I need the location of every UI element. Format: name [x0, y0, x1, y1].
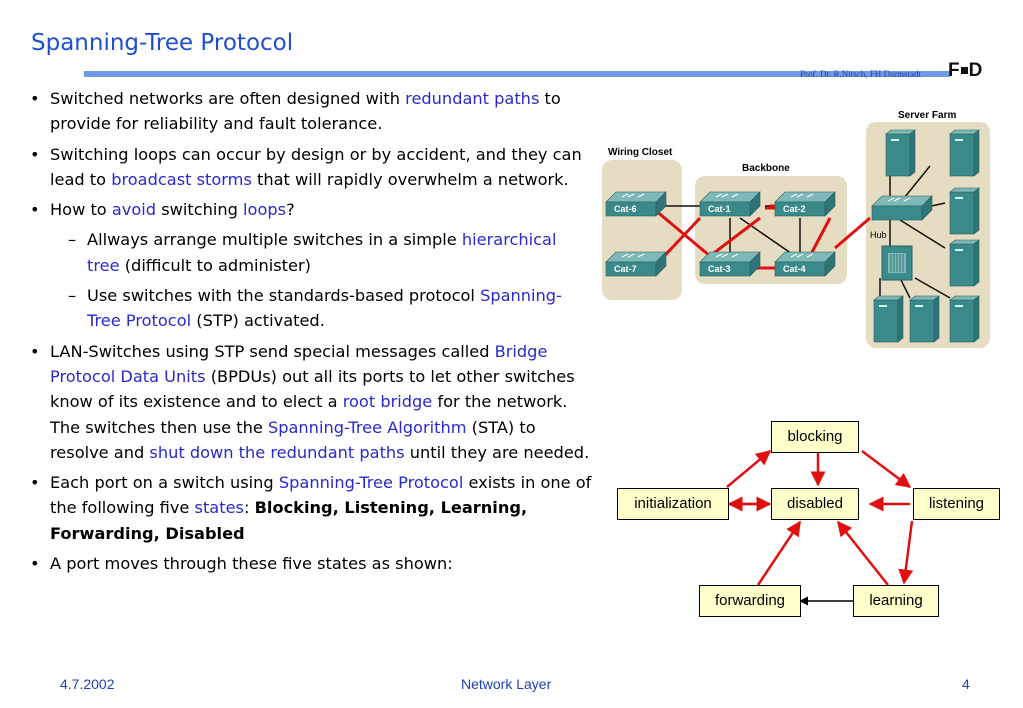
- hub-label: Hub: [870, 230, 887, 240]
- text: (difficult to administer): [119, 255, 311, 275]
- server-farm-label: Server Farm: [898, 110, 956, 121]
- text: to provide for reliability and fault tol…: [50, 89, 561, 134]
- server-icon: [949, 129, 980, 177]
- bold-text: Blocking, Listening, Learning, Forwardin…: [50, 498, 528, 543]
- highlight: Spanning-Tree Protocol: [87, 286, 562, 331]
- text: Allways arrange multiple switches in a s…: [87, 230, 462, 250]
- server-icon: [949, 295, 980, 343]
- slide-title: Spanning-Tree Protocol: [31, 30, 294, 56]
- logo-letter-f: F: [948, 60, 960, 81]
- bullet-avoid-loops: How to avoid switching loops? Allways ar…: [28, 197, 593, 333]
- highlight: hierarchical tree: [87, 230, 557, 275]
- server-icon: [873, 295, 904, 343]
- wiring-closet-area: [602, 160, 682, 300]
- state-listening: listening: [913, 488, 1000, 520]
- text: (STP) activated.: [191, 311, 325, 331]
- state-forwarding: forwarding: [699, 585, 801, 617]
- highlight: Spanning-Tree Protocol: [278, 473, 464, 493]
- arrow-init-to-blocking: [726, 450, 772, 488]
- arrow-learning-to-disabled: [837, 520, 889, 586]
- switch-cat-1: Cat-1: [699, 191, 761, 217]
- highlight: root bridge: [342, 392, 433, 412]
- switch-cat-3: Cat-3: [699, 251, 761, 277]
- text: Use switches with the standards-based pr…: [87, 286, 481, 306]
- text: ?: [286, 200, 295, 220]
- bullet-switching-loops: Switching loops can occur by design or b…: [28, 142, 593, 193]
- highlight: Bridge Protocol Data Units: [50, 341, 548, 386]
- state-disabled: disabled: [771, 488, 859, 520]
- server-icon: [949, 239, 980, 287]
- switch-label: Cat-4: [783, 264, 806, 274]
- switch-cat-4: Cat-4: [774, 251, 836, 277]
- arrow-listening-to-learning: [898, 520, 914, 585]
- switch-label: Cat-6: [614, 204, 637, 214]
- title-rule: [84, 71, 950, 77]
- bullet-bpdus: LAN-Switches using STP send special mess…: [28, 339, 593, 465]
- footer-date: 4.7.2002: [60, 676, 115, 692]
- text: for the network. The switches then use t…: [50, 392, 568, 437]
- server-farm-area: [866, 122, 990, 348]
- switch-cat-7: Cat-7: [605, 251, 667, 277]
- text: exists in one of the following five: [50, 473, 592, 518]
- highlight: Spanning-Tree Algorithm: [267, 417, 467, 437]
- network-topology-diagram: Wiring Closet Backbone Server Farm Cat-6…: [602, 110, 990, 348]
- text: (STA) to resolve and: [50, 417, 536, 462]
- highlight: broadcast storms: [111, 169, 252, 189]
- state-learning: learning: [853, 585, 939, 617]
- switch-cat-6: Cat-6: [605, 191, 667, 217]
- state-initialization: initialization: [617, 488, 729, 520]
- bullet-redundant-paths: Switched networks are often designed wit…: [28, 86, 593, 137]
- switch-label: Cat-1: [708, 204, 731, 214]
- logo-square-icon: [960, 67, 968, 74]
- state-blocking: blocking: [771, 421, 859, 453]
- page-number: 4: [962, 676, 970, 692]
- text: switching: [156, 200, 244, 220]
- highlight: redundant paths: [405, 89, 540, 108]
- wiring-closet-label: Wiring Closet: [608, 147, 673, 158]
- backbone-label: Backbone: [742, 163, 790, 174]
- hub-device-icon: [881, 245, 913, 281]
- text: Switched networks are often designed wit…: [50, 89, 406, 108]
- text: How to: [50, 200, 112, 220]
- state-arrows: [726, 450, 914, 606]
- server-icon: [949, 187, 980, 235]
- text: Switching loops can occur by design or b…: [50, 144, 582, 189]
- bullet-port-moves: A port moves through these five states a…: [28, 551, 593, 577]
- arrow-forwarding-to-disabled: [756, 520, 802, 586]
- text: LAN-Switches using STP send special mess…: [50, 341, 495, 361]
- highlight: avoid: [111, 200, 157, 220]
- sub-bullet-stp: Use switches with the standards-based pr…: [28, 283, 593, 334]
- server-farm-switch: [871, 195, 933, 221]
- black-links: [660, 165, 951, 299]
- logo-letter-d: D: [968, 60, 983, 81]
- footer-title: Network Layer: [461, 676, 552, 692]
- text: (BPDUs) out all its ports to let other s…: [50, 366, 575, 412]
- red-links: [653, 204, 871, 270]
- switch-cat-2: Cat-2: [774, 191, 836, 217]
- bullet-list: Switched networks are often designed wit…: [28, 86, 593, 581]
- text: that will rapidly overwhelm a network.: [251, 169, 569, 189]
- arrow-blocking-to-listening: [861, 450, 912, 488]
- switch-label: Cat-2: [783, 204, 806, 214]
- switch-label: Cat-7: [614, 264, 637, 274]
- switch-label: Cat-3: [708, 264, 731, 274]
- highlight: states: [194, 498, 244, 518]
- author-label: Prof. Dr. R.Nitsch, FH Darmstadt: [800, 69, 921, 79]
- text: A port moves through these five states a…: [50, 554, 453, 574]
- text: :: [243, 498, 255, 518]
- sub-bullet-hierarchical-tree: Allways arrange multiple switches in a s…: [28, 227, 593, 278]
- text: Each port on a switch using: [50, 473, 279, 493]
- highlight: loops: [243, 200, 287, 220]
- server-icon: [909, 295, 940, 343]
- bullet-five-states: Each port on a switch using Spanning-Tre…: [28, 470, 593, 546]
- text: until they are needed.: [404, 442, 590, 462]
- highlight: shut down the redundant paths: [149, 442, 405, 462]
- server-icon: [885, 129, 916, 177]
